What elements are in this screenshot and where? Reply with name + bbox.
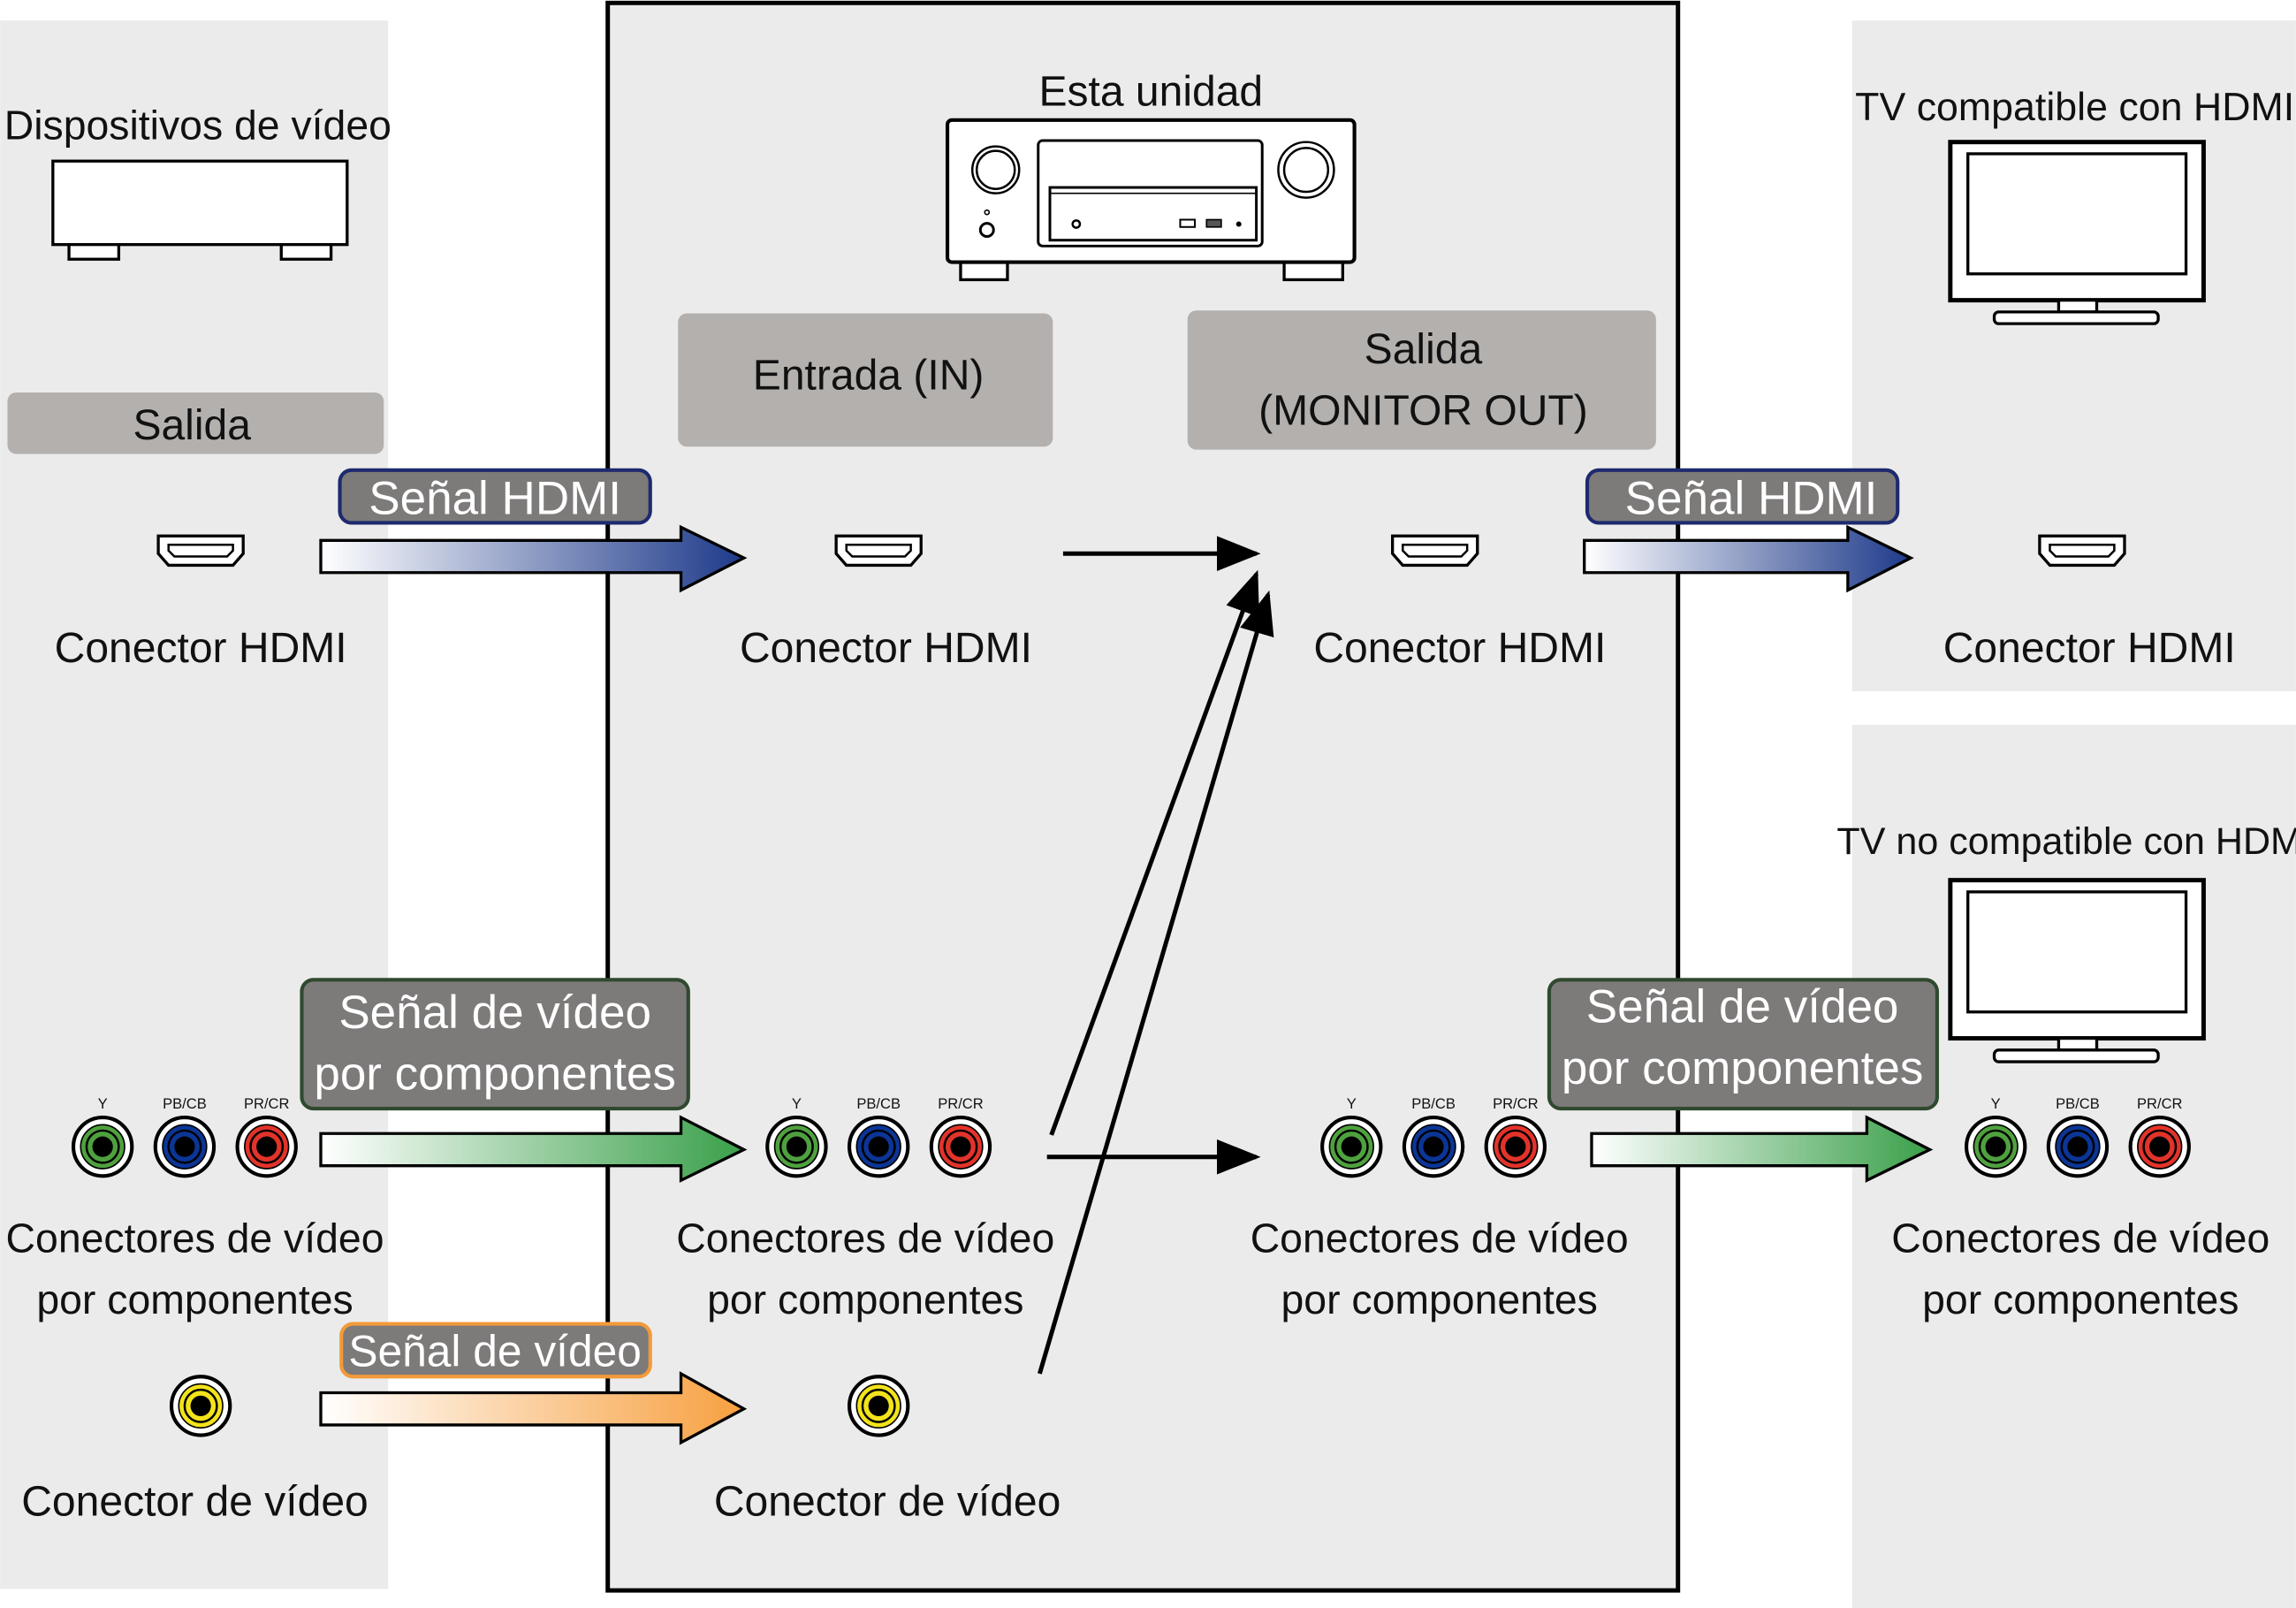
component-out-signal-arrow xyxy=(1590,1115,1934,1183)
monitor-out-label-box xyxy=(1187,310,1656,450)
left-component-label-1: Conectores de vídeo xyxy=(6,1215,384,1261)
tv-component-jacks: Y PB/CB PR/CR xyxy=(1966,1095,2189,1176)
y-jack-icon xyxy=(73,1117,132,1176)
pr-jack-icon xyxy=(931,1117,990,1176)
component-signal-badge xyxy=(300,978,690,1111)
input-label: Entrada (IN) xyxy=(753,353,985,400)
y-jack-icon xyxy=(767,1117,825,1176)
video-devices-title: Dispositivos de vídeo xyxy=(4,102,392,148)
hdmi-tv-title: TV compatible con HDMI xyxy=(1855,86,2294,129)
hdmi-tv-icon xyxy=(1950,142,2204,324)
pr-jack-icon xyxy=(2131,1117,2189,1176)
video-signal-label: Señal de vídeo xyxy=(348,1327,642,1376)
svg-text:PB/CB: PB/CB xyxy=(856,1095,901,1112)
monitor-out-label-1: Salida xyxy=(1365,326,1483,373)
center-component-in-label-1: Conectores de vídeo xyxy=(676,1215,1054,1261)
center-component-out-label-2: por componentes xyxy=(1281,1276,1598,1322)
hdmi-signal-badge xyxy=(338,468,652,525)
video-jack-icon xyxy=(171,1376,230,1435)
right-top-panel xyxy=(1851,20,2296,691)
tv-component-label-2: por componentes xyxy=(1922,1276,2239,1322)
tv-hdmi-label: Conector HDMI xyxy=(1943,625,2236,672)
tv-component-label-1: Conectores de vídeo xyxy=(1891,1215,2269,1261)
left-hdmi-label: Conector HDMI xyxy=(55,625,347,672)
svg-text:Y: Y xyxy=(1991,1095,2001,1112)
non-hdmi-tv-title: TV no compatible con HDMI xyxy=(1836,820,2296,863)
hdmi-connector-icon xyxy=(156,534,245,568)
left-component-label-2: por componentes xyxy=(36,1276,353,1322)
pr-jack-icon xyxy=(1486,1117,1545,1176)
hdmi-signal-label: Señal HDMI xyxy=(369,472,621,524)
svg-text:PR/CR: PR/CR xyxy=(244,1095,290,1112)
svg-text:PR/CR: PR/CR xyxy=(1493,1095,1539,1112)
left-video-label: Conector de vídeo xyxy=(21,1479,369,1526)
video-signal-arrow xyxy=(319,1371,748,1445)
center-component-in-label-2: por componentes xyxy=(707,1276,1023,1322)
left-panel xyxy=(0,20,389,1589)
hdmi-out-signal-label: Señal HDMI xyxy=(1625,472,1878,524)
pb-jack-icon xyxy=(2049,1117,2107,1176)
component-signal-label-2: por componentes xyxy=(314,1048,676,1101)
video-device-icon xyxy=(51,159,349,261)
center-in-component-jacks: Y PB/CB PR/CR xyxy=(767,1095,990,1176)
component-out-signal-label-2: por componentes xyxy=(1562,1042,1924,1094)
video-jack-icon xyxy=(849,1376,908,1435)
y-jack-icon xyxy=(1322,1117,1380,1176)
hdmi-connector-icon xyxy=(834,534,923,568)
component-out-signal-label-1: Señal de vídeo xyxy=(1586,980,1899,1033)
output-label-box xyxy=(7,392,384,454)
component-to-hdmi-arrow xyxy=(1049,569,1259,1136)
this-unit-title: Esta unidad xyxy=(1038,68,1263,115)
hdmi-out-signal-badge xyxy=(1585,468,1900,525)
svg-text:PB/CB: PB/CB xyxy=(2056,1095,2100,1112)
y-jack-icon xyxy=(1966,1117,2025,1176)
center-video-label: Conector de vídeo xyxy=(714,1479,1061,1526)
svg-text:PR/CR: PR/CR xyxy=(2137,1095,2183,1112)
non-hdmi-tv-icon xyxy=(1950,880,2204,1062)
hdmi-signal-arrow xyxy=(319,524,748,593)
svg-text:PR/CR: PR/CR xyxy=(938,1095,984,1112)
center-hdmi-out-label: Conector HDMI xyxy=(1313,625,1606,672)
svg-text:Y: Y xyxy=(1347,1095,1357,1112)
svg-text:Y: Y xyxy=(98,1095,108,1112)
svg-text:Y: Y xyxy=(792,1095,802,1112)
component-out-signal-badge xyxy=(1547,978,1940,1111)
hdmi-out-signal-arrow xyxy=(1583,524,1914,593)
hdmi-connector-icon xyxy=(1391,534,1479,568)
left-component-jacks: Y PB/CB PR/CR xyxy=(73,1095,296,1176)
pb-jack-icon xyxy=(1404,1117,1463,1176)
video-signal-badge xyxy=(339,1322,652,1379)
pr-jack-icon xyxy=(238,1117,296,1176)
center-hdmi-in-label: Conector HDMI xyxy=(740,625,1032,672)
video-to-hdmi-arrow xyxy=(1038,590,1274,1375)
svg-text:PB/CB: PB/CB xyxy=(163,1095,207,1112)
left-output-label: Salida xyxy=(133,402,251,449)
input-label-box xyxy=(678,313,1053,447)
center-out-component-jacks: Y PB/CB PR/CR xyxy=(1322,1095,1545,1176)
center-panel xyxy=(605,0,1681,1593)
component-signal-arrow xyxy=(319,1115,748,1183)
svg-text:PB/CB: PB/CB xyxy=(1411,1095,1456,1112)
av-receiver-icon xyxy=(945,118,1357,282)
pb-jack-icon xyxy=(156,1117,214,1176)
component-signal-label-1: Señal de vídeo xyxy=(338,987,651,1039)
hdmi-connector-icon xyxy=(2038,534,2126,568)
center-component-out-label-1: Conectores de vídeo xyxy=(1251,1215,1629,1261)
monitor-out-label-2: (MONITOR OUT) xyxy=(1258,387,1588,434)
pb-jack-icon xyxy=(849,1117,908,1176)
